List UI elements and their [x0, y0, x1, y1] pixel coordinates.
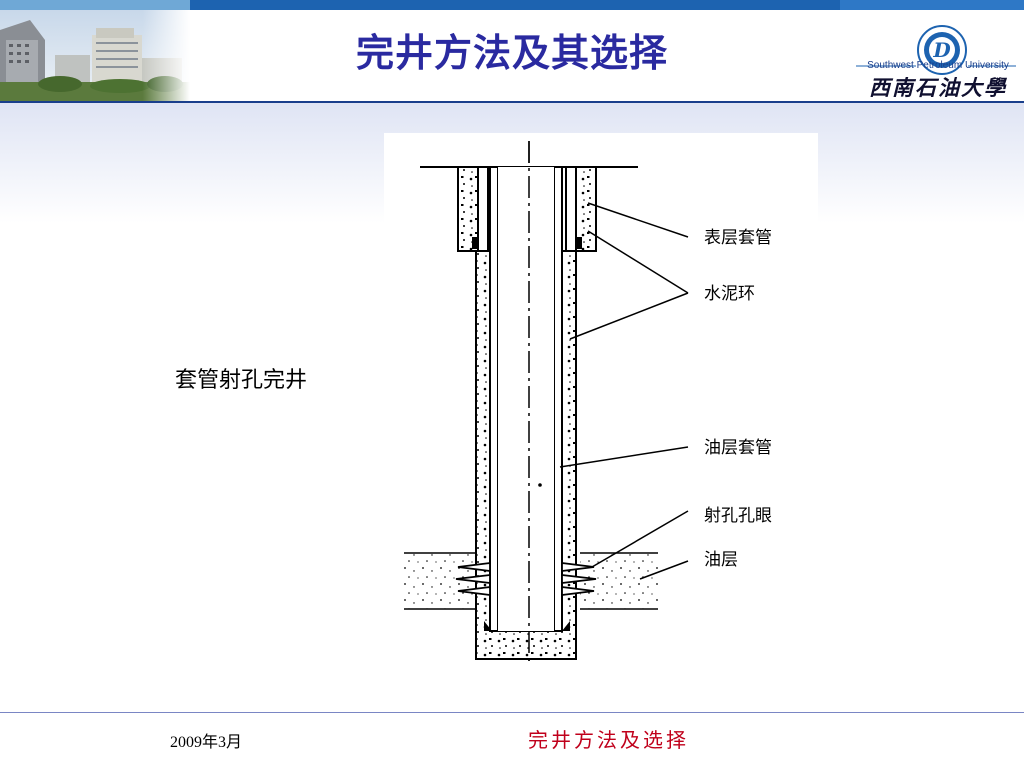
- label-leader-lines: [559, 202, 689, 580]
- top-color-bar: [0, 0, 1024, 10]
- top-bar-segment-middle: [190, 0, 840, 10]
- completion-method-caption: 套管射孔完井: [175, 368, 308, 393]
- university-logo: D: [856, 25, 1016, 75]
- cased-hole-perforation-diagram: 表层套管 水泥环 油层套管 射孔孔眼 油层: [384, 133, 818, 689]
- svg-text:D: D: [932, 38, 951, 62]
- footer-date: 2009年3月: [170, 734, 243, 751]
- university-name-chinese: 西南石油大學: [869, 75, 1007, 100]
- header-divider: [0, 101, 1024, 103]
- footer-divider: [0, 712, 1024, 713]
- label-surface-casing: 表层套管: [704, 228, 772, 248]
- university-name-english: Southwest Petroleum University: [867, 60, 1009, 71]
- footer-title: 完井方法及选择: [528, 728, 689, 752]
- campus-photo: [0, 10, 190, 102]
- label-perforation: 射孔孔眼: [704, 506, 772, 526]
- oil-layer-formation: [404, 552, 658, 610]
- top-bar-segment-left: [0, 0, 190, 10]
- slide-title: 完井方法及其选择: [355, 31, 668, 75]
- perforation-holes: [455, 561, 597, 597]
- wellbore: [498, 167, 554, 631]
- label-oil-casing: 油层套管: [704, 438, 772, 458]
- label-cement-ring: 水泥环: [704, 284, 755, 304]
- label-oil-layer: 油层: [704, 550, 738, 570]
- top-bar-segment-right: [840, 0, 1024, 10]
